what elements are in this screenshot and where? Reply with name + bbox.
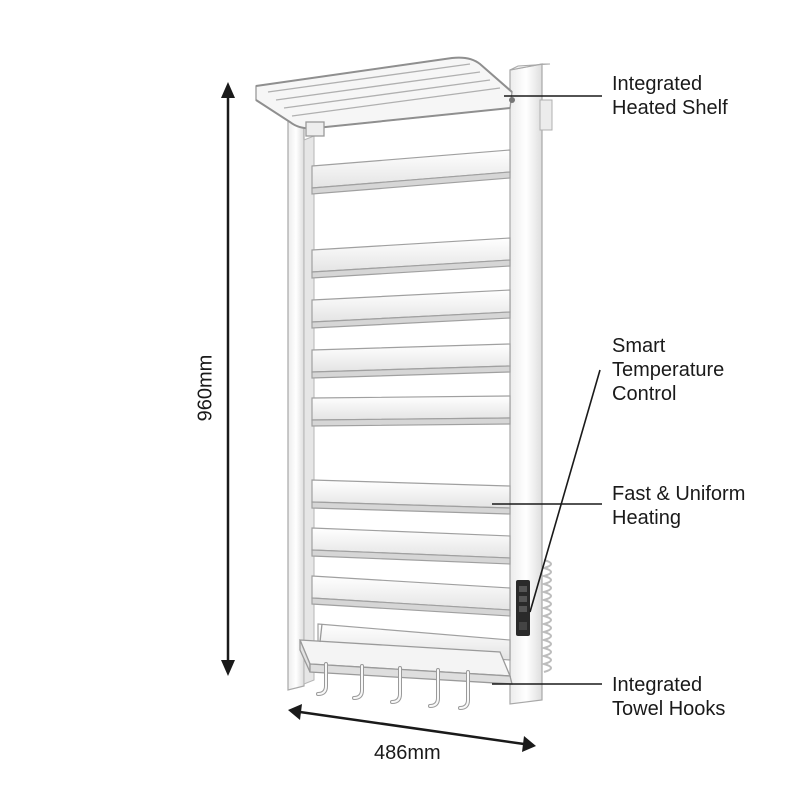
height-dimension-label: 960mm	[194, 354, 217, 422]
callout-line: Fast & Uniform	[612, 483, 746, 505]
towel-bar	[311, 237, 511, 279]
towel-bar	[311, 527, 511, 565]
left-post	[287, 117, 315, 691]
callout-line: Towel Hooks	[612, 698, 726, 720]
callout-line: Heated Shelf	[612, 97, 728, 119]
callout-line: Temperature	[612, 359, 725, 381]
callout-smart-temperature-control: Smart Temperature Control	[612, 334, 724, 406]
towel-bar	[311, 479, 511, 515]
towel-bars	[311, 149, 511, 661]
leader-lines	[492, 95, 602, 685]
control-panel	[516, 580, 530, 636]
width-dimension-arrow	[288, 704, 536, 752]
towel-bar	[311, 343, 511, 379]
towel-bar	[311, 289, 511, 329]
height-dimension-arrow	[221, 82, 235, 676]
callout-line: Control	[612, 383, 677, 405]
callout-line: Integrated	[612, 73, 703, 95]
towel-bar	[311, 395, 511, 427]
heated-shelf	[255, 56, 515, 137]
callout-integrated-heated-shelf: Integrated Heated Shelf	[612, 72, 728, 120]
callout-integrated-towel-hooks: Integrated Towel Hooks	[612, 673, 725, 721]
coiled-cord	[540, 559, 552, 673]
callout-line: Smart	[612, 335, 666, 357]
callout-fast-uniform-heating: Fast & Uniform Heating	[612, 482, 745, 530]
callout-line: Integrated	[612, 674, 703, 696]
control-leader-line	[529, 369, 601, 613]
callout-line: Heating	[612, 507, 681, 529]
towel-bar	[311, 149, 511, 195]
towel-bar	[311, 575, 511, 617]
width-dimension-label: 486mm	[374, 742, 441, 764]
